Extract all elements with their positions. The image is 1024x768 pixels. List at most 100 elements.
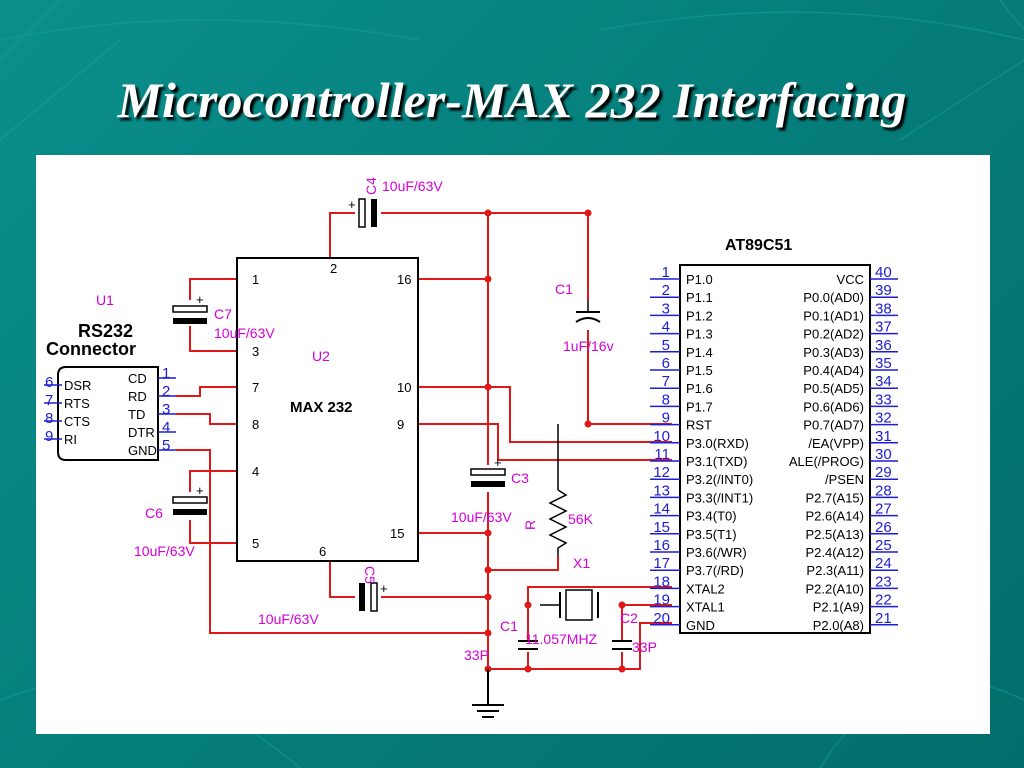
component-leads [540, 300, 589, 606]
connector-pin-label: DTR [128, 425, 155, 440]
capacitor-c4-symbol: + [348, 197, 377, 228]
wire-xtal2 [527, 586, 672, 640]
junction-dot [484, 383, 492, 391]
c3-value: 10uF/63V [451, 509, 512, 525]
mcu-pin-number: 38 [875, 300, 892, 317]
wire-rd-to-pin7 [176, 386, 237, 397]
mcu-pin-number: 2 [662, 282, 670, 299]
connector-pin-lines [44, 377, 176, 451]
mcu-pin-label: P1.7 [686, 399, 713, 414]
junction-dot [484, 566, 492, 574]
max232-pin: 6 [319, 544, 326, 559]
mcu-pin-number: 12 [653, 464, 670, 481]
mcu-pin-number: 14 [653, 501, 670, 518]
c3-ref: C3 [511, 470, 529, 486]
mcu-pin-label: VCC [837, 272, 864, 287]
connector-pin-label: CD [128, 371, 147, 386]
mcu-pin-number: 19 [653, 592, 670, 609]
c1-bottom-ref: C1 [500, 618, 518, 634]
mcu-right-pins: 40VCC39P0.0(AD0)38P0.1(AD1)37P0.2(AD2)36… [789, 264, 898, 633]
c7-value: 10uF/63V [214, 325, 275, 341]
mcu-pin-label: P3.7(/RD) [686, 563, 744, 578]
mcu-pin-label: P0.0(AD0) [803, 290, 864, 305]
mcu-pin-label: P2.3(A11) [806, 563, 864, 578]
mcu-pin-label: P0.6(AD6) [803, 399, 864, 414]
c4-ref: C4 [363, 177, 379, 195]
mcu-pin-number: 8 [662, 391, 670, 408]
wire-pin10-to-rxd [418, 386, 672, 443]
mcu-pin-label: P3.0(RXD) [686, 436, 749, 451]
mcu-pin-number: 37 [875, 319, 892, 336]
connector-pin-number: 9 [45, 428, 53, 445]
mcu-pin-label: XTAL1 [686, 600, 725, 615]
connector-pin-label: CTS [64, 414, 90, 429]
connector-pin-label: RD [128, 389, 147, 404]
wire-c7-bottom [189, 326, 237, 352]
mcu-pin-label: P2.0(A8) [813, 618, 864, 633]
mcu-name: AT89C51 [725, 237, 792, 254]
mcu-pin-label: P3.1(TXD) [686, 454, 747, 469]
mcu-pin-label: P3.2(/INT0) [686, 472, 753, 487]
mcu-pin-number: 22 [875, 592, 892, 609]
mcu-pin-label: P1.1 [686, 290, 713, 305]
max232-pin: 2 [330, 261, 337, 276]
connector-name: Connector [46, 339, 136, 359]
wire-c6-bottom [189, 520, 237, 544]
mcu-pin-number: 24 [875, 555, 892, 572]
mcu-pin-number: 13 [653, 482, 670, 499]
mcu-pin-number: 18 [653, 573, 670, 590]
junction-dot [484, 275, 492, 283]
wire-c4-to-pin2 [329, 212, 355, 258]
mcu-pin-number: 5 [662, 337, 670, 354]
connector-ref: U1 [96, 292, 114, 308]
capacitor-c1-bottom-symbol [518, 640, 538, 650]
resistor-symbol [548, 489, 568, 556]
mcu-pin-number: 1 [662, 264, 670, 281]
junction-dot [618, 665, 626, 673]
mcu-pin-number: 6 [662, 355, 670, 372]
mcu-pin-label: /EA(VPP) [808, 436, 864, 451]
mcu-pin-label: P3.3(/INT1) [686, 490, 753, 505]
capacitor-c3-symbol: + [470, 455, 506, 487]
mcu-pin-number: 15 [653, 519, 670, 536]
mcu-pin-label: /PSEN [825, 472, 864, 487]
max232-name: MAX 232 [290, 399, 353, 416]
max232-pin: 16 [397, 272, 411, 287]
connector-pin-label: DSR [64, 378, 91, 393]
max232-pin: 10 [397, 380, 411, 395]
resistor-value: 56K [568, 511, 594, 527]
junction-dot [484, 209, 492, 217]
mcu-pin-number: 27 [875, 501, 892, 518]
mcu-pin-label: P2.6(A14) [805, 509, 864, 524]
wire-pin9-to-txd [418, 423, 672, 461]
crystal-ref: X1 [573, 555, 590, 571]
mcu-pin-number: 40 [875, 264, 892, 281]
mcu-pin-label: P2.5(A13) [805, 527, 864, 542]
resistor-ref: R [522, 520, 538, 530]
capacitor-c6-symbol: + [172, 483, 208, 515]
c2-ref: C2 [620, 610, 638, 626]
max232-pin: 3 [252, 344, 259, 359]
junction-dot [484, 629, 492, 637]
connector-body [57, 366, 159, 461]
connector-pin-label: RI [64, 432, 77, 447]
mcu-pin-label: P1.2 [686, 308, 713, 323]
junction-dot [584, 209, 592, 217]
mcu-pin-label: P0.4(AD4) [803, 363, 864, 378]
mcu-pin-label: P0.5(AD5) [803, 381, 864, 396]
wire-c6-top [189, 470, 237, 492]
wire-c7-top [189, 278, 237, 300]
max232-ref: U2 [312, 348, 330, 364]
connector-pin-number: 8 [45, 410, 53, 427]
mcu-pin-number: 16 [653, 537, 670, 554]
capacitor-c7-symbol: + [172, 292, 208, 324]
mcu-pin-number: 30 [875, 446, 892, 463]
junction-dot [524, 601, 532, 609]
c1-bottom-value: 33P [464, 647, 489, 663]
mcu-pin-label: ALE(/PROG) [789, 454, 864, 469]
mcu-pin-label: P1.0 [686, 272, 713, 287]
mcu-pin-label: RST [686, 418, 712, 433]
svg-text:+: + [380, 581, 388, 596]
mcu-pin-number: 34 [875, 373, 892, 390]
